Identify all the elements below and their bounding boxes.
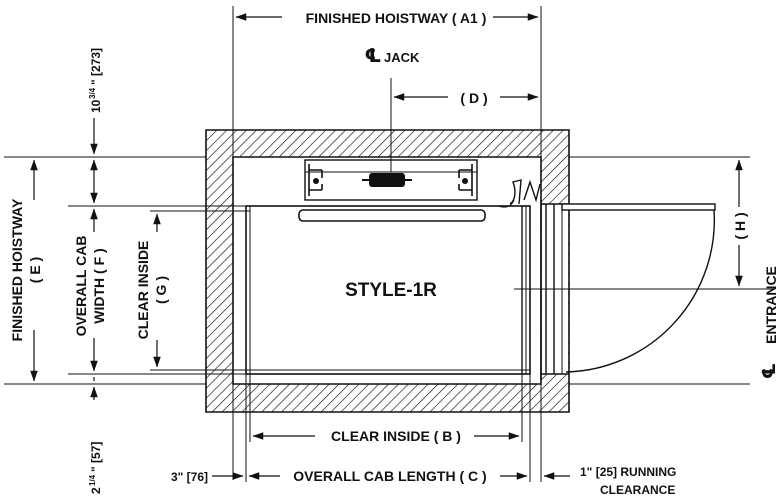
dimension-c: OVERALL CAB LENGTH ( C ): [245, 374, 542, 484]
label-bottom-clearance-frac: 1/4: [88, 474, 97, 486]
dimension-a1: FINISHED HOISTWAY ( A1 ): [232, 6, 542, 480]
label-bottom-clearance-main: 2: [89, 487, 103, 494]
swing-door: [561, 203, 716, 373]
label-top-clearance-frac: 3/4: [88, 87, 97, 99]
label-left-clearance: 3" [76]: [171, 470, 208, 484]
dimension-top-clearance: 10 3/4 " [273]: [88, 48, 103, 204]
label-top-clearance-main: 10: [89, 99, 103, 113]
label-bottom-clearance-mm: " [57]: [89, 442, 103, 472]
handrail: [298, 209, 486, 222]
label-overall-cab-length-c: OVERALL CAB LENGTH ( C ): [293, 468, 486, 484]
label-top-clearance-mm: " [273]: [89, 48, 103, 85]
dimension-b: CLEAR INSIDE ( B ): [249, 374, 523, 444]
label-finished-hoistway-a1: FINISHED HOISTWAY ( A1 ): [306, 10, 487, 26]
entrance-centerline-symbol: ℄: [759, 363, 778, 379]
label-running-clearance-2: CLEARANCE: [600, 483, 675, 497]
label-finished-hoistway-e-2: ( E ): [27, 257, 43, 283]
label-overall-cab-width-f-1: OVERALL CAB: [73, 236, 89, 337]
label-clear-inside-g-1: CLEAR INSIDE: [135, 241, 151, 340]
elevator-cab: [245, 179, 563, 380]
dimension-d: ( D ): [393, 90, 539, 106]
dimension-running-clearance: 1" [25] RUNNING CLEARANCE: [543, 465, 676, 497]
dimension-e: FINISHED HOISTWAY ( E ): [9, 159, 43, 382]
label-h: ( H ): [732, 212, 748, 239]
dimension-f: OVERALL CAB WIDTH ( F ): [73, 208, 107, 372]
label-d: ( D ): [460, 90, 487, 106]
label-clear-inside-g-2: ( G ): [153, 276, 169, 304]
dimension-bottom-clearance: 2 1/4 " [57]: [88, 377, 103, 494]
label-jack: JACK: [384, 50, 420, 65]
label-entrance: ENTRANCE: [763, 266, 778, 344]
dimension-left-clearance: 3" [76]: [171, 470, 244, 484]
centerline-symbol: ℄: [364, 46, 381, 67]
label-clear-inside-b: CLEAR INSIDE ( B ): [331, 428, 461, 444]
label-finished-hoistway-e-1: FINISHED HOISTWAY: [9, 198, 25, 341]
style-name: STYLE-1R: [345, 280, 437, 301]
jack-centerline: ℄ JACK: [364, 46, 420, 172]
dimension-g: CLEAR INSIDE ( G ): [135, 213, 169, 368]
extension-lines: [4, 156, 775, 385]
jack-assembly: [304, 159, 478, 201]
label-overall-cab-width-f-2: WIDTH ( F ): [91, 248, 107, 323]
label-running-clearance-1: 1" [25] RUNNING: [580, 465, 676, 479]
dimension-h: ( H ) ENTRANCE ℄: [732, 159, 778, 379]
